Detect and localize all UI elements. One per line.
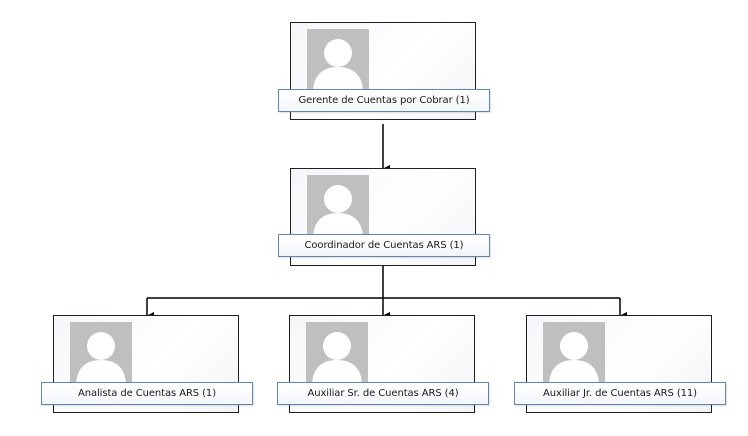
person-placeholder-icon	[306, 322, 368, 386]
person-placeholder-icon	[307, 29, 369, 93]
org-node-title: Coordinador de Cuentas ARS (1)	[278, 234, 490, 257]
org-node-title: Gerente de Cuentas por Cobrar (1)	[278, 89, 490, 112]
org-node-title: Auxiliar Jr. de Cuentas ARS (11)	[514, 382, 726, 405]
person-placeholder-icon	[70, 322, 132, 386]
org-node-title: Auxiliar Sr. de Cuentas ARS (4)	[277, 382, 489, 405]
org-node-title: Analista de Cuentas ARS (1)	[41, 382, 253, 405]
person-placeholder-icon	[307, 175, 369, 239]
person-placeholder-icon	[543, 322, 605, 386]
